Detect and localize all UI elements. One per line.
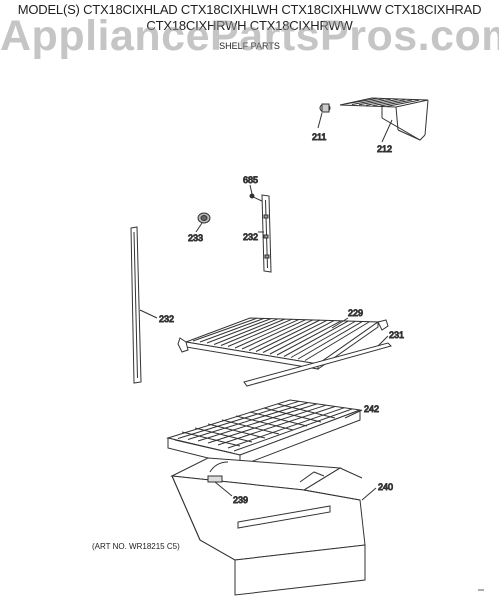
model-list-line-2: CTX18CIXHRWH CTX18CIXHRWW bbox=[146, 18, 353, 33]
part-232-shelf-track-left[interactable] bbox=[130, 226, 142, 384]
model-list-line-1: MODEL(S) CTX18CIXHLAD CTX18CIXHLWH CTX18… bbox=[17, 2, 482, 17]
callout-239: 239 bbox=[233, 495, 248, 505]
callout-229: 229 bbox=[348, 308, 363, 318]
part-239-clip[interactable] bbox=[207, 475, 233, 497]
watermark: AppliancePartsPros.com bbox=[0, 12, 499, 60]
part-229-shelf[interactable] bbox=[177, 317, 389, 370]
part-231-trim-strip[interactable] bbox=[243, 342, 392, 387]
section-title: SHELF PARTS bbox=[219, 41, 280, 51]
art-number: (ART NO. WR18215 C5) bbox=[92, 542, 180, 551]
callout-231: 231 bbox=[389, 330, 404, 340]
callout-685: 685 bbox=[243, 175, 258, 185]
callout-232-left: 232 bbox=[159, 314, 174, 324]
part-240-crisper-drawer[interactable] bbox=[170, 457, 366, 596]
part-233-clip[interactable] bbox=[195, 212, 211, 233]
callout-233: 233 bbox=[188, 233, 203, 243]
part-212-small-wire-shelf[interactable] bbox=[339, 97, 429, 141]
part-232-shelf-track-right[interactable] bbox=[261, 194, 272, 273]
part-211-shelf-support[interactable] bbox=[317, 103, 331, 129]
callout-232-right: 232 bbox=[243, 232, 258, 242]
callout-240: 240 bbox=[378, 482, 393, 492]
part-242-crisper-cover[interactable] bbox=[166, 399, 361, 467]
callout-242: 242 bbox=[364, 404, 379, 414]
callout-211: 211 bbox=[312, 132, 326, 142]
callout-212: 212 bbox=[377, 144, 392, 154]
